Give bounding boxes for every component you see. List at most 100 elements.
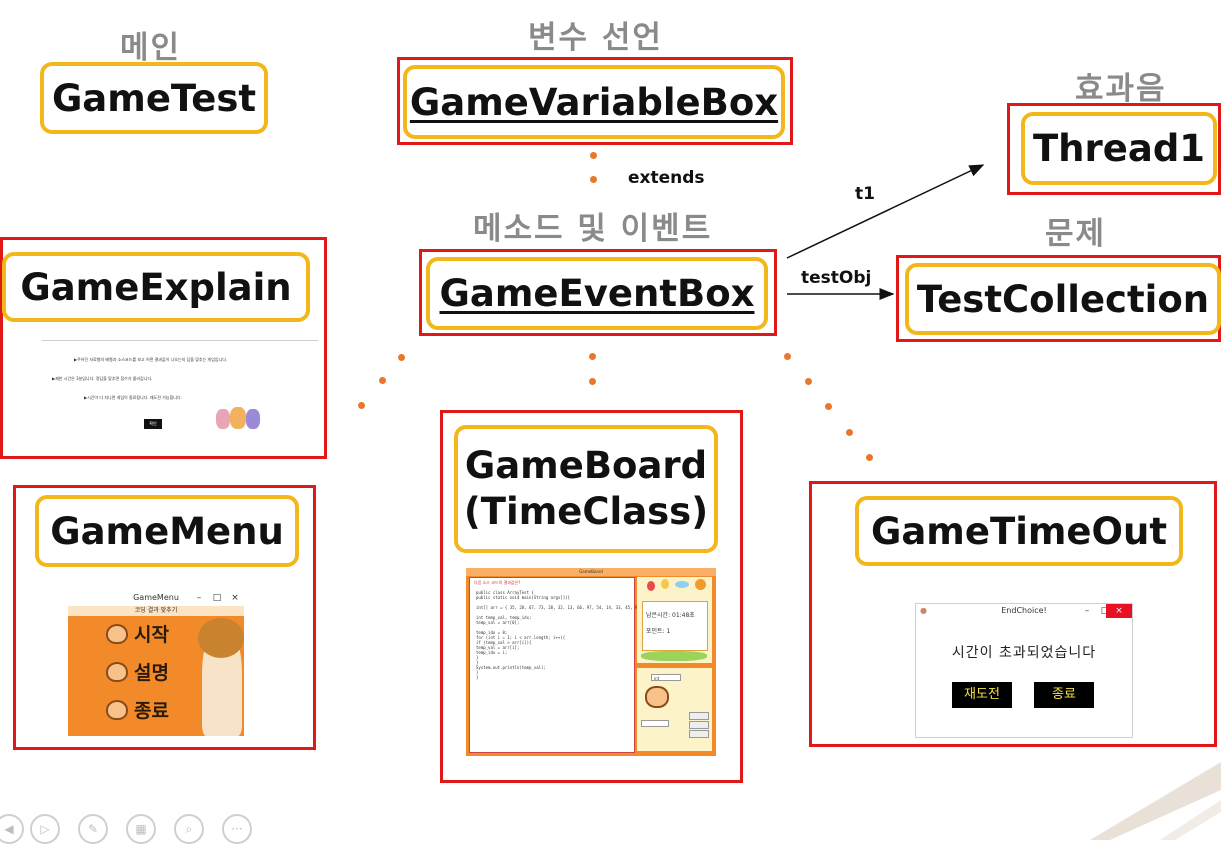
code-line: for (int i = 1; i < arr.length; i++){: [476, 635, 566, 640]
code-line: temp_val = arr[0];: [476, 620, 520, 625]
edge-label-test-obj: testObj: [801, 268, 872, 288]
edge-label-extends: extends: [628, 168, 705, 188]
close-icon[interactable]: ×: [231, 593, 239, 603]
node-thread1: Thread1: [1021, 112, 1217, 185]
minimize-icon[interactable]: –: [1084, 606, 1090, 616]
dot: [590, 176, 597, 183]
dot: [825, 403, 832, 410]
code-line: }: [476, 670, 479, 675]
label-var-decl: 변수 선언: [528, 20, 663, 56]
retry-button[interactable]: 재도전: [952, 682, 1012, 708]
code-line: temp_val = arr[i];: [476, 645, 520, 650]
board-answer-panel: int: [637, 668, 712, 751]
code-line: }: [476, 655, 479, 660]
menu-item-start[interactable]: 시작: [106, 620, 169, 647]
menu-item-quit-label: 종료: [134, 700, 169, 722]
dot: [379, 377, 386, 384]
character-illustration: [198, 618, 244, 736]
explain-window: ▶주어진 자료형의 배열과 소스코드를 보고 어떤 결과값이 나오는지 답을 맞…: [42, 340, 318, 433]
code-line: }: [476, 660, 479, 665]
dot: [398, 354, 405, 361]
character-icon: [106, 661, 128, 682]
trees-image: [641, 651, 707, 661]
minimize-icon[interactable]: –: [196, 593, 202, 603]
menu-item-quit[interactable]: 종료: [106, 696, 169, 723]
dot: [589, 378, 596, 385]
dot: [805, 378, 812, 385]
node-game-time-out: GameTimeOut: [855, 496, 1183, 566]
menu-titlebar: GameMenu – □ ×: [68, 590, 244, 606]
explain-line-3: ▶시간이 다 지나면 게임이 종료됩니다. 재도전 가능합니다.: [84, 395, 182, 400]
board-next-button[interactable]: [689, 721, 709, 729]
board-question: 다음 소스 코드의 결과값은?: [474, 580, 521, 585]
code-line: int temp_val, temp_idx;: [476, 615, 532, 620]
node-thread1-label: Thread1: [1032, 127, 1206, 170]
edge-label-t1: t1: [855, 184, 875, 204]
dot: [590, 152, 597, 159]
dot: [589, 353, 596, 360]
code-line: temp_idx = 0;: [476, 630, 508, 635]
node-game-test-label: GameTest: [51, 76, 257, 120]
explain-line-1: ▶주어진 자료형의 배열과 소스코드를 보고 어떤 결과값이 나오는지 답을 맞…: [74, 357, 228, 362]
timeout-title: EndChoice!: [1001, 606, 1047, 615]
code-line: public class ArrayTest {: [476, 590, 534, 595]
node-game-board-label-2: (TimeClass): [463, 490, 709, 533]
menu-item-start-label: 시작: [134, 624, 169, 646]
board-type-select[interactable]: int: [651, 674, 681, 681]
label-sound: 효과음: [1075, 71, 1167, 107]
board-score-panel: 남은시간: 01:48초 포인트: 1: [637, 577, 712, 663]
node-game-menu-label: GameMenu: [50, 509, 284, 553]
menu-item-explain-label: 설명: [134, 662, 169, 684]
edge-t1: [786, 164, 985, 259]
explain-line-2: ▶제한 시간은 3분입니다. 정답을 맞추면 점수가 올라갑니다.: [52, 376, 153, 381]
label-main: 메인: [120, 30, 182, 66]
node-game-event-box-label: GameEventBox: [439, 272, 755, 315]
menu-item-explain[interactable]: 설명: [106, 658, 169, 685]
code-line: int[] arr = { 35, 28, 67, 73, 20, 32, 13…: [476, 605, 667, 610]
node-game-explain-label: GameExplain: [20, 265, 292, 309]
timeout-titlebar: ● EndChoice! – □ ×: [916, 604, 1132, 618]
node-test-collection-label: TestCollection: [916, 277, 1210, 321]
board-point-label: 포인트: 1: [646, 628, 671, 635]
menu-window: GameMenu – □ × 코딩 결과 맞추기 시작 설명 종료: [68, 590, 244, 736]
dot: [784, 353, 791, 360]
node-test-collection: TestCollection: [905, 263, 1221, 335]
character-image: [645, 686, 669, 708]
node-game-board-label-1: GameBoard: [464, 443, 708, 487]
board-time-box: 남은시간: 01:48초 포인트: 1: [642, 601, 708, 651]
quit-button[interactable]: 종료: [1034, 682, 1094, 708]
explain-ok-button[interactable]: 확인: [144, 419, 162, 429]
board-answer-input[interactable]: [641, 720, 669, 727]
maximize-icon[interactable]: □: [1100, 606, 1110, 616]
timeout-window: ● EndChoice! – □ × 시간이 초과되었습니다 재도전 종료: [915, 603, 1133, 738]
node-game-variable-box-label: GameVariableBox: [409, 80, 779, 124]
node-game-event-box: GameEventBox: [426, 257, 768, 330]
maximize-icon[interactable]: □: [212, 593, 222, 603]
dot: [358, 402, 365, 409]
node-game-menu: GameMenu: [35, 495, 299, 567]
node-game-variable-box: GameVariableBox: [403, 65, 785, 139]
character-icon: [106, 699, 128, 720]
character-image: [216, 405, 262, 431]
close-icon[interactable]: ×: [1106, 604, 1132, 618]
code-line: System.out.println(temp_val);: [476, 665, 546, 670]
timeout-message: 시간이 초과되었습니다: [951, 645, 1097, 661]
board-submit-button[interactable]: [689, 712, 709, 720]
board-titlebar: GameBoard: [466, 568, 716, 576]
code-line: if (temp_val > arr[i]){: [476, 640, 532, 645]
board-code-panel: 다음 소스 코드의 결과값은? public class ArrayTest {…: [469, 577, 666, 753]
dot: [866, 454, 873, 461]
node-game-board: GameBoard (TimeClass): [454, 425, 718, 553]
menu-title: GameMenu: [133, 593, 179, 602]
app-icon: ●: [920, 606, 927, 615]
node-game-test: GameTest: [40, 62, 268, 134]
board-window: GameBoard 다음 소스 코드의 결과값은? public class A…: [466, 568, 716, 756]
code-line: temp_idx = i;: [476, 650, 508, 655]
dot: [846, 429, 853, 436]
board-quit-button[interactable]: [689, 730, 709, 738]
character-icon: [106, 623, 128, 644]
menu-subtitle: 코딩 결과 맞추기: [68, 606, 244, 616]
balloons-image: [641, 579, 707, 593]
